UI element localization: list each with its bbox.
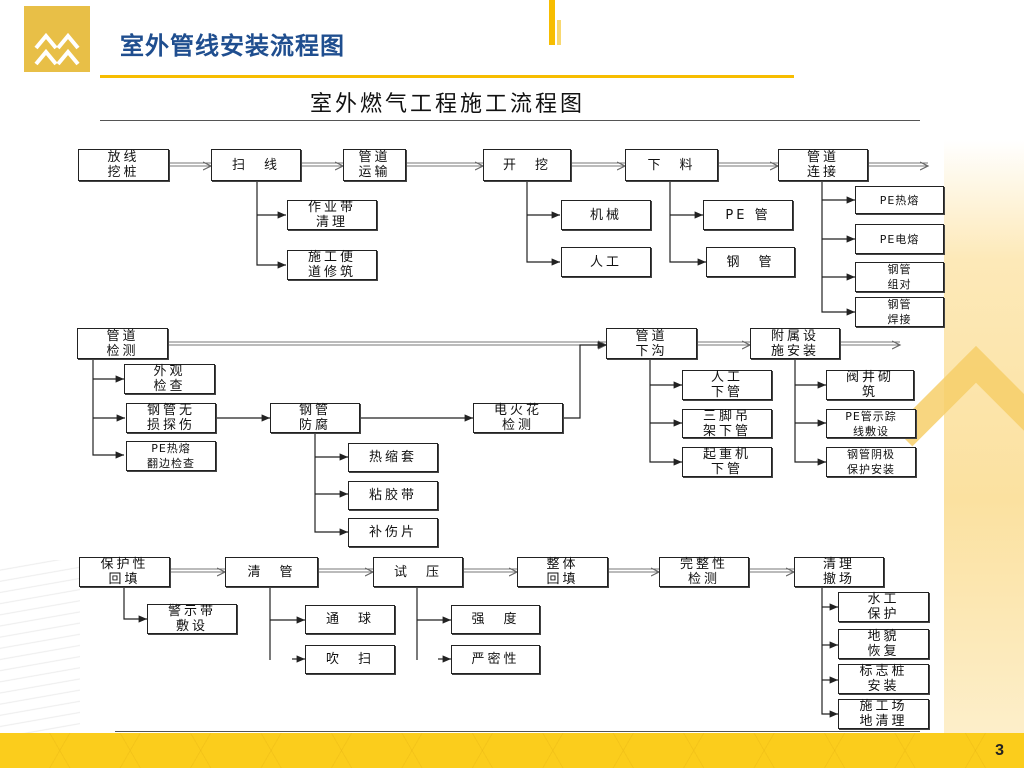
step-excavation: 开 挖 [483, 149, 571, 181]
title-underline [100, 75, 794, 78]
sub-pe-pipe: PE 管 [703, 200, 793, 230]
sub-valve-well: 阀井砌 筑 [826, 370, 914, 400]
step-material-cutting: 下 料 [625, 149, 718, 181]
step-saoxian: 扫 线 [211, 149, 301, 181]
main-flow-arrows-row1 [169, 163, 928, 166]
step-pipe-transport: 管道 运输 [343, 149, 406, 181]
sub-tripod-lowering: 三脚吊 架下管 [682, 409, 772, 439]
sub-pe-flange-inspection: PE热熔 翻边检查 [126, 441, 216, 471]
sub-tightness-test: 严密性 [451, 645, 540, 674]
main-flow-arrows-row3 [170, 569, 794, 572]
background-lines-decoration [0, 560, 80, 735]
sub-pe-electrofusion: PE电熔 [855, 224, 944, 254]
sub-site-clearing: 施工场 地清理 [838, 699, 929, 729]
sub-steel-pipe-alignment: 钢管 组对 [855, 262, 944, 292]
sub-landform-restoration: 地貌 恢复 [838, 629, 929, 659]
sub-mechanical: 机械 [561, 200, 651, 230]
sub-pigging: 通 球 [305, 605, 395, 634]
step-site-cleanup: 清理 撤场 [794, 557, 884, 587]
sub-adhesive-tape: 粘胶带 [348, 481, 438, 510]
sub-access-road: 施工便 道修筑 [287, 250, 377, 280]
step-full-backfill: 整体 回填 [517, 557, 608, 587]
sub-steel-pipe-welding: 钢管 焊接 [855, 297, 944, 327]
step-auxiliary-installation: 附属设 施安装 [750, 328, 840, 359]
step-pipe-lowering: 管道 下沟 [606, 328, 697, 359]
divider-line [100, 120, 920, 121]
sub-hydraulic-protection: 水工 保护 [838, 592, 929, 622]
step-pipe-cleaning: 清 管 [225, 557, 318, 587]
slide-title: 室外管线安装流程图 [120, 32, 345, 60]
sub-strength-test: 强 度 [451, 605, 540, 634]
sub-crane-lowering: 起重机 下管 [682, 447, 772, 477]
main-flow-arrows-row2 [168, 342, 900, 345]
footer-bar [0, 733, 1024, 768]
flowchart-title: 室外燃气工程施工流程图 [310, 92, 586, 117]
sub-pe-tracer-wire: PE管示踪 线敷设 [826, 409, 916, 438]
sub-manual-lowering: 人工 下管 [682, 370, 772, 400]
step-protective-backfill: 保护性 回填 [79, 557, 170, 587]
sub-steel-pipe: 钢 管 [706, 247, 795, 277]
background-right-decoration [944, 140, 1024, 740]
sub-repair-patch: 补伤片 [348, 518, 438, 547]
sub-marker-post-installation: 标志桩 安装 [838, 664, 929, 694]
accent-bar [557, 20, 561, 45]
sub-visual-inspection: 外观 检查 [124, 364, 215, 394]
step-anticorrosion: 钢管 防腐 [270, 403, 360, 433]
step-pipe-inspection: 管道 检测 [77, 328, 168, 359]
step-integrity-test: 完整性 检测 [659, 557, 749, 587]
sub-heat-shrink-sleeve: 热缩套 [348, 443, 438, 472]
step-pipe-connection: 管道 连接 [778, 149, 868, 181]
sub-blow-purge: 吹 扫 [305, 645, 395, 674]
sub-cathodic-protection: 钢管阴极 保护安装 [826, 447, 916, 477]
sub-work-belt-clearing: 作业带 清理 [287, 200, 377, 230]
company-logo [24, 6, 90, 72]
step-pressure-test: 试 压 [373, 557, 463, 587]
logo-mountain-icon [34, 32, 80, 66]
step-fangxian-wazhuang: 放线 挖桩 [78, 149, 169, 181]
page-number: 3 [995, 742, 1004, 759]
accent-bar [549, 0, 555, 45]
sub-ndt: 钢管无 损探伤 [126, 403, 216, 433]
sub-warning-tape: 警示带 敷设 [147, 604, 237, 634]
step-spark-test: 电火花 检测 [473, 403, 563, 433]
sub-pe-hot-melt: PE热熔 [855, 186, 944, 214]
sub-manual: 人工 [561, 247, 651, 277]
divider-line [115, 731, 920, 732]
